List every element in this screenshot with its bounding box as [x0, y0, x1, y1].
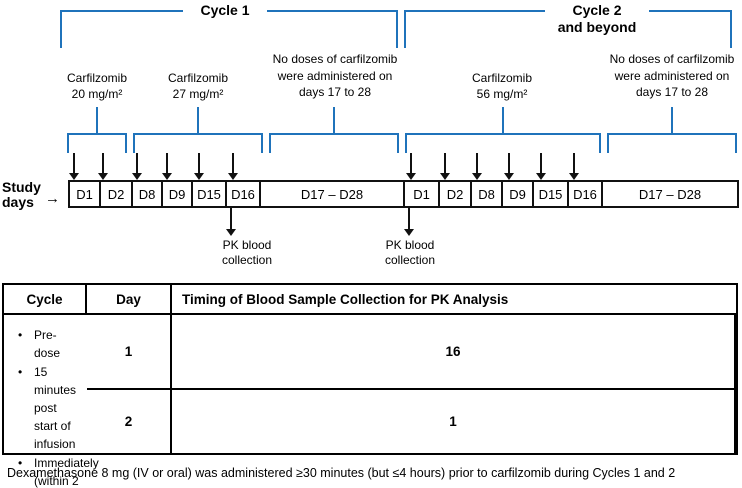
study-days-strip: D1 D2 D8 D9 D15 D16 D17 – D28 D1 D2 D8 D…	[68, 180, 739, 208]
day-cell: D2	[440, 182, 472, 206]
table-header-day: Day	[87, 285, 172, 315]
stem-line	[96, 107, 98, 133]
bullet-icon: •	[18, 456, 23, 470]
pk-arrow-icon	[404, 208, 414, 236]
table-cell-day-1: 1	[172, 390, 736, 453]
day-cell: D8	[133, 182, 163, 206]
day-cell: D15	[193, 182, 227, 206]
dose-arrow-icon	[536, 153, 546, 180]
study-days-label: Study days	[2, 179, 41, 210]
stem-line	[197, 107, 199, 133]
day-cell: D17 – D28	[261, 182, 405, 206]
days-8-16-bracket	[133, 133, 263, 153]
table-cell-cycle-2: 2	[87, 390, 172, 453]
table-header-cycle: Cycle	[4, 285, 87, 315]
cycle1-label: Cycle 1	[183, 2, 267, 19]
dose-arrow-icon	[132, 153, 142, 180]
carfilzomib-20-label: Carfilzomib 20 mg/m²	[66, 71, 127, 101]
day-cell: D1	[70, 182, 101, 206]
dose-arrow-icon	[162, 153, 172, 180]
table-cell-timing: • Pre-dose • 15 minutes post start of in…	[4, 315, 99, 488]
day-cell: D16	[569, 182, 603, 206]
dose-arrow-icon	[69, 153, 79, 180]
days-17-28-c2-bracket	[607, 133, 737, 153]
stem-line	[671, 107, 673, 133]
day-cell: D9	[503, 182, 534, 206]
days-1-2-bracket	[67, 133, 127, 153]
day-cell: D2	[101, 182, 133, 206]
dose-arrow-icon	[569, 153, 579, 180]
carfilzomib-56-label: Carfilzomib 56 mg/m²	[471, 71, 532, 101]
cycle2-label: Cycle 2 and beyond	[545, 2, 649, 36]
dose-arrow-icon	[504, 153, 514, 180]
table-header-timing: Timing of Blood Sample Collection for PK…	[172, 285, 736, 315]
pk-blood-collection-label-c1: PK blood collection	[221, 238, 273, 267]
cycle2-label-line1: Cycle 2	[572, 2, 622, 18]
stem-line	[502, 107, 504, 133]
stem-line	[333, 107, 335, 133]
dexamethasone-footnote: Dexamethasone 8 mg (IV or oral) was admi…	[7, 466, 676, 480]
day-cell: D17 – D28	[638, 186, 702, 202]
table-cell-day-16: 16	[172, 315, 736, 390]
day-cell: D1	[405, 182, 440, 206]
days-1-16-c2-bracket	[405, 133, 601, 153]
dose-arrow-icon	[472, 153, 482, 180]
timing-bullet: • Pre-dose	[18, 328, 61, 360]
table-cell-cycle-1: 1	[87, 315, 172, 390]
day-cell: D8	[472, 182, 503, 206]
pk-blood-collection-label-c2: PK blood collection	[384, 238, 436, 267]
bullet-icon: •	[18, 328, 23, 342]
pk-arrow-icon	[226, 208, 236, 236]
timing-bullet: • 15 minutes post start of infusion	[18, 365, 77, 451]
carfilzomib-27-label: Carfilzomib 27 mg/m²	[167, 71, 228, 101]
pk-timing-table: Cycle Day Timing of Blood Sample Collect…	[2, 283, 738, 488]
timing-bullet: • Immediately (within 2 minutes) before …	[18, 454, 99, 488]
day-cell: D9	[163, 182, 193, 206]
no-doses-cycle1-label: No doses of carfilzomib were administere…	[272, 52, 398, 99]
day-cell: D16	[227, 182, 261, 206]
dose-arrow-icon	[228, 153, 238, 180]
dose-arrow-icon	[194, 153, 204, 180]
study-days-arrow-icon: →	[45, 190, 60, 207]
dose-arrow-icon	[406, 153, 416, 180]
dose-arrow-icon	[98, 153, 108, 180]
days-17-28-c1-bracket	[269, 133, 399, 153]
dose-arrow-icon	[440, 153, 450, 180]
day-cell: D15	[534, 182, 569, 206]
no-doses-cycle2-label: No doses of carfilzomib were administere…	[609, 52, 735, 99]
bullet-icon: •	[18, 365, 23, 379]
cycle2-label-line2: and beyond	[557, 19, 637, 35]
